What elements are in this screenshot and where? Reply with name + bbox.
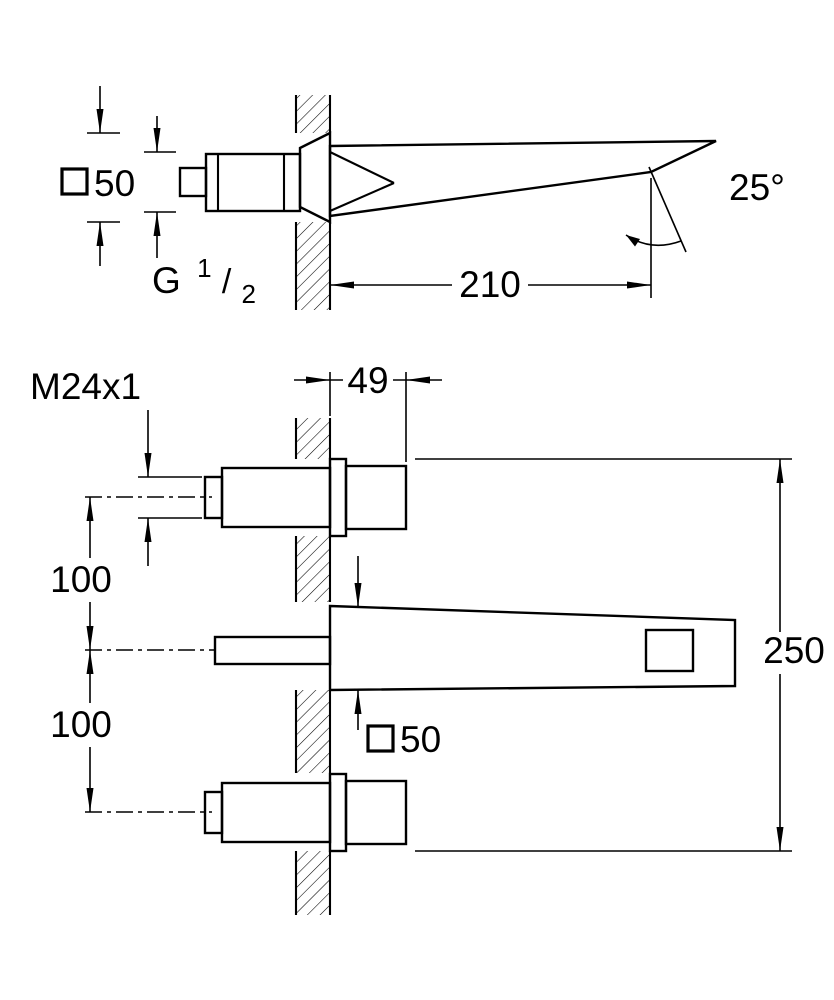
dimension-g-half: G 1 / 2 (152, 212, 256, 309)
spout-base-edge (329, 182, 395, 212)
union-body (204, 152, 302, 213)
dim-label-g-thread: G 1 / 2 (152, 244, 256, 309)
escutcheon (328, 457, 348, 538)
dim-label-250: 250 (763, 630, 825, 671)
wall-hatch (296, 222, 330, 310)
dimension-250: 250 (415, 458, 828, 852)
handle-body (344, 464, 408, 531)
g-numerator: 1 (197, 253, 211, 283)
spout-plan (85, 604, 737, 692)
wall-section (294, 418, 332, 915)
spout-base-edge (329, 151, 395, 184)
escutcheon (328, 772, 348, 853)
spray-direction-line (648, 166, 687, 253)
dimension-angle-25: 25° (625, 166, 785, 253)
spout-profile (328, 139, 717, 218)
valve-collar (203, 475, 224, 520)
wall-hatch (296, 690, 330, 773)
dimension-49: 49 (294, 360, 442, 462)
wall-hatch (296, 536, 330, 602)
wall-rosette (298, 131, 332, 224)
label-halo (452, 263, 528, 305)
dimension-square-50: 50 (60, 86, 176, 266)
valve-body (220, 466, 332, 529)
dim-label-square-50: 50 (94, 163, 135, 204)
plan-view: M24x1 49 50 100 100 (30, 360, 828, 915)
handle-body (344, 779, 408, 846)
wall-hatch (296, 851, 330, 915)
dim-label-100-lower: 100 (50, 704, 112, 745)
wall-section (294, 95, 332, 310)
arc-arrowhead (626, 235, 640, 247)
label-halo (46, 558, 116, 602)
concealed-union (178, 131, 332, 224)
thread-tip (178, 166, 208, 198)
g-slash: / (222, 263, 232, 301)
square-symbol-icon (366, 724, 395, 753)
spout-wedge (328, 139, 717, 218)
dim-label-square-50: 50 (400, 719, 441, 760)
valve-body (220, 781, 332, 844)
dim-label-49: 49 (347, 360, 388, 401)
dim-label-100-upper: 100 (50, 559, 112, 600)
g-prefix: G (152, 260, 181, 301)
supply-pipe (213, 635, 332, 666)
spout-body (328, 604, 737, 692)
square-symbol-icon (60, 167, 89, 196)
g-denominator: 2 (242, 279, 256, 309)
dim-label-m24x1: M24x1 (30, 366, 141, 407)
dim-label-25deg: 25° (729, 167, 785, 208)
dim-label-210: 210 (459, 264, 521, 305)
label-halo (46, 703, 116, 747)
side-view: 50 G 1 / 2 210 25° (60, 86, 785, 310)
dimension-210: 210 (330, 178, 652, 305)
wall-hatch (296, 95, 330, 133)
handle-valve-top (85, 457, 408, 538)
dimension-100-chain: 100 100 (46, 497, 116, 812)
label-halo (343, 362, 393, 400)
outlet-window (644, 628, 695, 673)
valve-collar (203, 790, 224, 835)
dimension-m24: M24x1 (30, 366, 202, 566)
dimension-square-50-plan: 50 (354, 556, 441, 760)
label-halo (760, 632, 828, 674)
wall-hatch (296, 418, 330, 459)
handle-valve-bottom (85, 772, 408, 853)
